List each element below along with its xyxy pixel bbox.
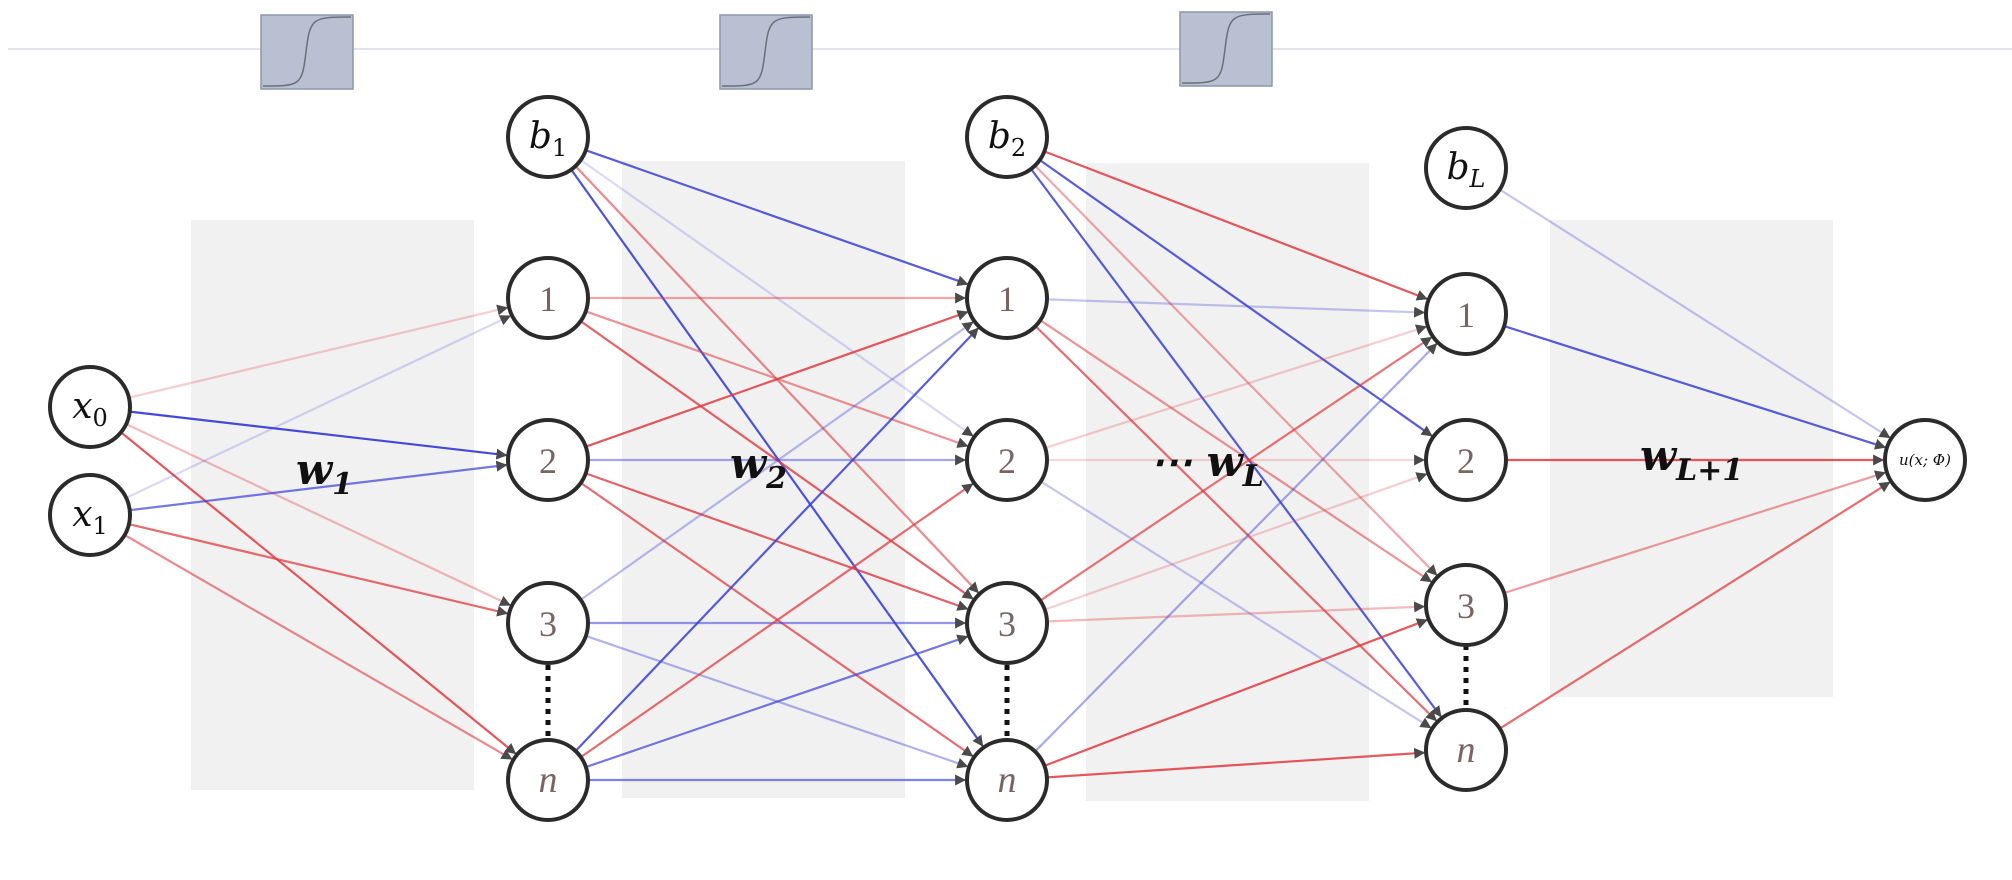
svg-text:2: 2 xyxy=(539,441,557,481)
svg-text:2: 2 xyxy=(1457,441,1475,481)
edge-bL-to-out xyxy=(1499,188,1891,439)
edge-x0-to-L1-2 xyxy=(129,410,508,460)
edge-L2-1-to-L3-3 xyxy=(1039,319,1433,583)
svg-text:n: n xyxy=(998,759,1017,801)
svg-text:bL: bL xyxy=(1447,147,1486,193)
layer-1-neuron-1: 1 xyxy=(506,256,590,340)
svg-text:b1: b1 xyxy=(529,116,567,162)
svg-text:x0: x0 xyxy=(72,386,108,432)
edge-L1-1-to-L2-3 xyxy=(579,320,974,600)
edge-L1-2-to-L2-1 xyxy=(585,310,969,448)
edge-x0-to-L1-n xyxy=(120,431,517,755)
layer-L-neuron-2: 2 xyxy=(1424,418,1508,502)
sigmoid-curve-icon xyxy=(262,16,352,87)
edge-L2-n-to-L3-n xyxy=(1046,747,1426,779)
svg-text:n: n xyxy=(539,759,558,801)
output-node: u(x; Φ) xyxy=(1883,418,1967,502)
svg-text:u(x; Φ): u(x; Φ) xyxy=(1899,451,1951,469)
edge-b2-to-L3-3 xyxy=(1034,164,1438,576)
sigmoid-curve-icon xyxy=(1181,13,1271,84)
weight-label-w2: w2 xyxy=(730,439,787,496)
edge-b2-to-L3-2 xyxy=(1039,159,1433,437)
svg-text:x1: x1 xyxy=(72,494,108,540)
edge-x0-to-L1-3 xyxy=(125,423,511,607)
edge-L1-n-to-L2-1 xyxy=(574,327,979,752)
edge-L2-3-to-L3-1 xyxy=(1039,336,1433,602)
weight-panel-L xyxy=(1086,163,1369,801)
edge-b1-to-L2-1 xyxy=(585,149,969,287)
layer-2-neuron-2: 2 xyxy=(965,418,1049,502)
edge-b1-to-L2-n xyxy=(570,168,984,747)
svg-text:b2: b2 xyxy=(988,116,1026,162)
activation-box-2 xyxy=(719,14,813,90)
edge-L2-3-to-L3-2 xyxy=(1044,472,1428,611)
edge-L2-1-to-L3-n xyxy=(1034,325,1437,722)
layer-2-neuron-1: 1 xyxy=(965,256,1049,340)
bias-node-bL: bL xyxy=(1424,126,1508,210)
layer-L-neuron-n: n xyxy=(1424,708,1508,792)
svg-text:1: 1 xyxy=(1457,295,1475,335)
edge-L3-n-to-out xyxy=(1499,481,1891,730)
edge-L2-2-to-L3-n xyxy=(1040,480,1432,729)
weight-label-wL-plus-1: wL+1 xyxy=(1640,431,1743,488)
weight-label-w1: w1 xyxy=(296,445,353,502)
layer-1-neuron-2: 2 xyxy=(506,418,590,502)
input-node-x0: x0 xyxy=(48,365,132,449)
edge-b2-to-L3-n xyxy=(1030,168,1442,718)
edge-L1-n-to-L2-3 xyxy=(585,634,969,769)
edge-group xyxy=(120,149,1891,786)
weight-panel-L-plus-1 xyxy=(1550,220,1833,697)
weight-panel-2 xyxy=(622,161,905,798)
activation-box-3 xyxy=(1179,11,1273,87)
layer-2-neuron-3: 3 xyxy=(965,581,1049,665)
svg-text:3: 3 xyxy=(1457,586,1475,626)
layer-1-neuron-3: 3 xyxy=(506,581,590,665)
svg-text:2: 2 xyxy=(998,441,1016,481)
edge-L1-3-to-L2-1 xyxy=(579,321,974,601)
sigmoid-curve-icon xyxy=(721,16,811,87)
edge-L2-3-to-L3-3 xyxy=(1046,601,1426,623)
input-node-x1: x1 xyxy=(48,473,132,557)
layer-2-neuron-n: n xyxy=(965,738,1049,822)
edge-L2-n-to-L3-1 xyxy=(1034,343,1438,753)
svg-text:1: 1 xyxy=(998,279,1016,319)
edge-L2-2-to-L3-1 xyxy=(1044,324,1428,449)
edge-x1-to-L1-3 xyxy=(128,523,509,617)
edge-L2-1-to-L3-1 xyxy=(1046,298,1426,318)
edge-L2-n-to-L3-3 xyxy=(1044,618,1428,767)
layer-1-neuron-n: n xyxy=(506,738,590,822)
svg-text:1: 1 xyxy=(539,279,557,319)
edge-L3-3-to-out xyxy=(1503,470,1887,595)
bias-node-b1: b1 xyxy=(506,95,590,179)
edge-x1-to-L1-n xyxy=(124,534,513,760)
svg-text:3: 3 xyxy=(539,604,557,644)
edge-L1-n-to-L2-2 xyxy=(580,483,974,759)
weight-panel-1 xyxy=(191,220,474,790)
edge-x1-to-L1-2 xyxy=(129,460,508,512)
svg-text:3: 3 xyxy=(998,604,1016,644)
layer-L-neuron-3: 3 xyxy=(1424,563,1508,647)
edge-x1-to-L1-1 xyxy=(125,315,511,499)
layer-L-neuron-1: 1 xyxy=(1424,272,1508,356)
svg-text:n: n xyxy=(1457,729,1476,771)
edge-b2-to-L3-1 xyxy=(1043,150,1428,301)
bias-node-b2: b2 xyxy=(965,95,1049,179)
edge-x0-to-L1-1 xyxy=(128,304,509,399)
activation-box-1 xyxy=(260,14,354,90)
edge-L3-1-to-out xyxy=(1503,325,1887,450)
edge-b1-to-L2-2 xyxy=(580,159,974,437)
weight-label-wL: ⋯ wL xyxy=(1150,437,1264,494)
